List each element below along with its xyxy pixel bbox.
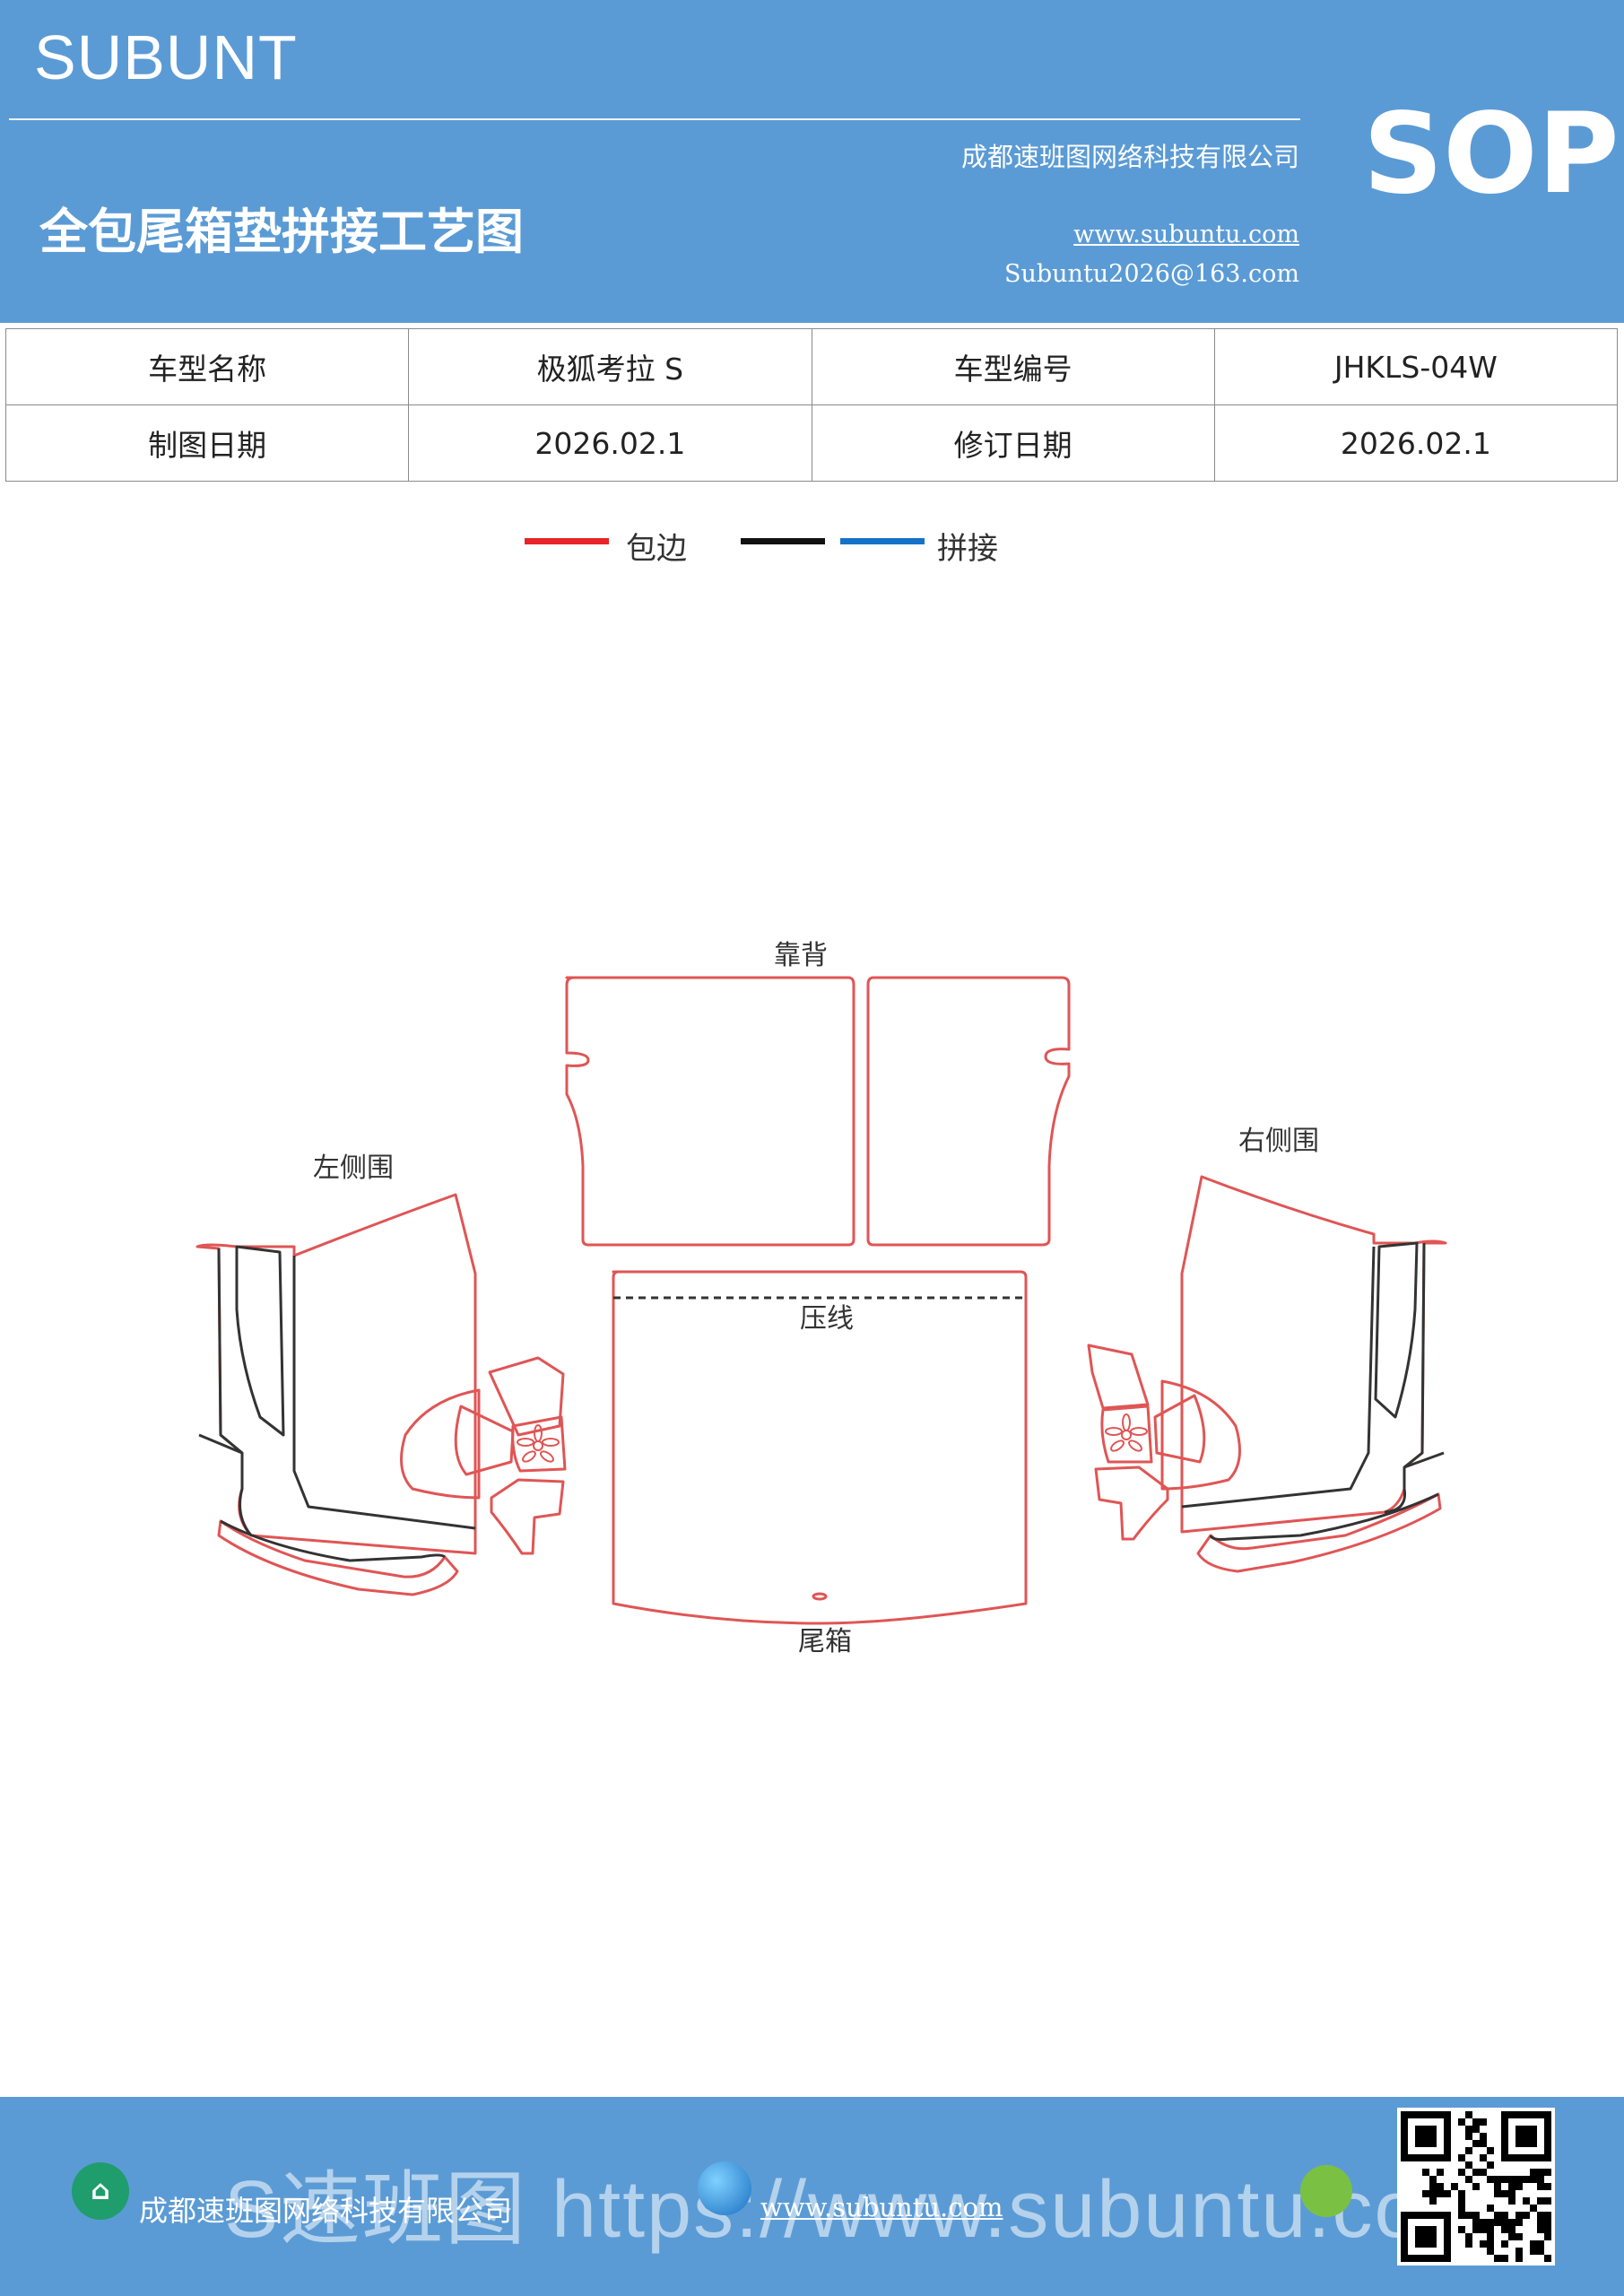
header-banner — [0, 0, 1624, 323]
table-cell: 2026.02.1 — [408, 404, 812, 482]
document-title: 全包尾箱垫拼接工艺图 — [39, 203, 524, 260]
header-divider — [9, 118, 1300, 120]
backrest-left-panel — [565, 976, 855, 1247]
right-seam-3 — [1181, 1246, 1376, 1509]
diagram-shape — [542, 1438, 560, 1447]
table-row: 制图日期 2026.02.1 修订日期 2026.02.1 — [4, 404, 1619, 482]
left-seam-1 — [217, 1248, 243, 1455]
website-link[interactable]: www.subuntu.com — [1073, 221, 1299, 248]
globe-icon — [698, 2161, 751, 2215]
table-cell: 2026.02.1 — [1213, 404, 1619, 482]
footer-website-link[interactable]: www.subuntu.com — [760, 2192, 1003, 2222]
table-cell: 车型名称 — [4, 328, 410, 405]
footer-banner — [0, 2097, 1624, 2296]
right-bottom-strip — [1196, 1492, 1442, 1573]
left-flower-emblem — [517, 1424, 560, 1463]
legend: 包边 拼接 — [0, 520, 1624, 574]
brand-logo-text: SUBUNT — [34, 22, 298, 92]
table-cell: 修订日期 — [811, 404, 1215, 482]
table-cell: JHKLS-04W — [1213, 328, 1619, 405]
vehicle-info-table: 车型名称 极狐考拉 S 车型编号 JHKLS-04W 制图日期 2026.02.… — [4, 328, 1619, 482]
left-flower-piece — [511, 1415, 567, 1473]
diagram-shape — [522, 1450, 536, 1463]
diagram-shape — [517, 1438, 534, 1447]
diagram-shape — [540, 1450, 554, 1463]
trunk-mat-diagram: 靠背 左侧围 右侧围 压线 尾箱 — [195, 940, 1447, 1657]
legend-line-red — [525, 538, 609, 544]
sop-badge: SOP — [1363, 90, 1620, 219]
right-foot-piece — [1094, 1465, 1169, 1541]
left-wedge-mid — [454, 1405, 515, 1476]
left-foot-piece — [490, 1478, 565, 1555]
backrest-right-panel — [866, 976, 1071, 1247]
qr-code — [1397, 2108, 1555, 2266]
table-cell: 极狐考拉 S — [408, 328, 812, 405]
table-row: 车型名称 极狐考拉 S 车型编号 JHKLS-04W — [4, 328, 1619, 405]
footer-company-name: 成都速班图网络科技有限公司 — [139, 2194, 513, 2228]
label-crease: 压线 — [800, 1303, 854, 1335]
legend-line-blue — [840, 538, 925, 544]
right-seam-4 — [1384, 1451, 1445, 1514]
label-backrest: 靠背 — [774, 940, 828, 971]
right-flower-piece — [1100, 1405, 1153, 1464]
left-bottom-seam — [220, 1519, 447, 1562]
left-seam-2 — [235, 1245, 285, 1437]
right-wedge-top — [1087, 1344, 1150, 1410]
right-side-outer — [1180, 1175, 1447, 1534]
right-bottom-seam — [1209, 1492, 1439, 1541]
company-name: 成都速班图网络科技有限公司 — [960, 142, 1299, 172]
right-seam-1 — [1403, 1242, 1426, 1469]
table-cell: 制图日期 — [4, 404, 410, 482]
label-right-side: 右侧围 — [1238, 1126, 1319, 1157]
email-address: Subuntu2026@163.com — [1004, 260, 1299, 288]
wechat-icon — [1300, 2165, 1352, 2217]
diagram-shape — [1110, 1439, 1125, 1452]
left-wedge-top — [488, 1356, 565, 1437]
diagram-shape — [1122, 1413, 1131, 1431]
left-bottom-strip — [217, 1519, 459, 1596]
right-arch — [1160, 1379, 1241, 1491]
right-flower-emblem — [1105, 1413, 1148, 1452]
label-left-side: 左侧围 — [313, 1152, 394, 1184]
left-seam-3 — [292, 1256, 476, 1530]
trunk-floor-panel — [612, 1270, 1028, 1625]
footer-watermark: S速班图 https://www.subuntu.com — [224, 2165, 1490, 2255]
label-trunk: 尾箱 — [798, 1626, 852, 1657]
right-seam-2 — [1374, 1241, 1419, 1419]
diagram-shape — [534, 1424, 543, 1442]
left-seam-4 — [198, 1433, 253, 1536]
table-cell: 车型编号 — [811, 328, 1215, 405]
legend-label-seam: 拼接 — [937, 531, 998, 567]
qr-code-pattern — [1401, 2111, 1551, 2262]
right-wedge-mid — [1153, 1394, 1206, 1464]
diagram-shape — [1128, 1439, 1142, 1452]
drain-hole — [812, 1592, 828, 1601]
diagram-shape — [1130, 1427, 1148, 1436]
legend-line-black — [741, 538, 825, 544]
legend-label-edge: 包边 — [626, 531, 687, 567]
diagram-shape — [1105, 1427, 1123, 1436]
building-icon: ⌂ — [72, 2162, 129, 2220]
diagram-shape — [1121, 1430, 1132, 1440]
diagram-shape — [533, 1440, 543, 1451]
left-arch — [400, 1388, 481, 1500]
